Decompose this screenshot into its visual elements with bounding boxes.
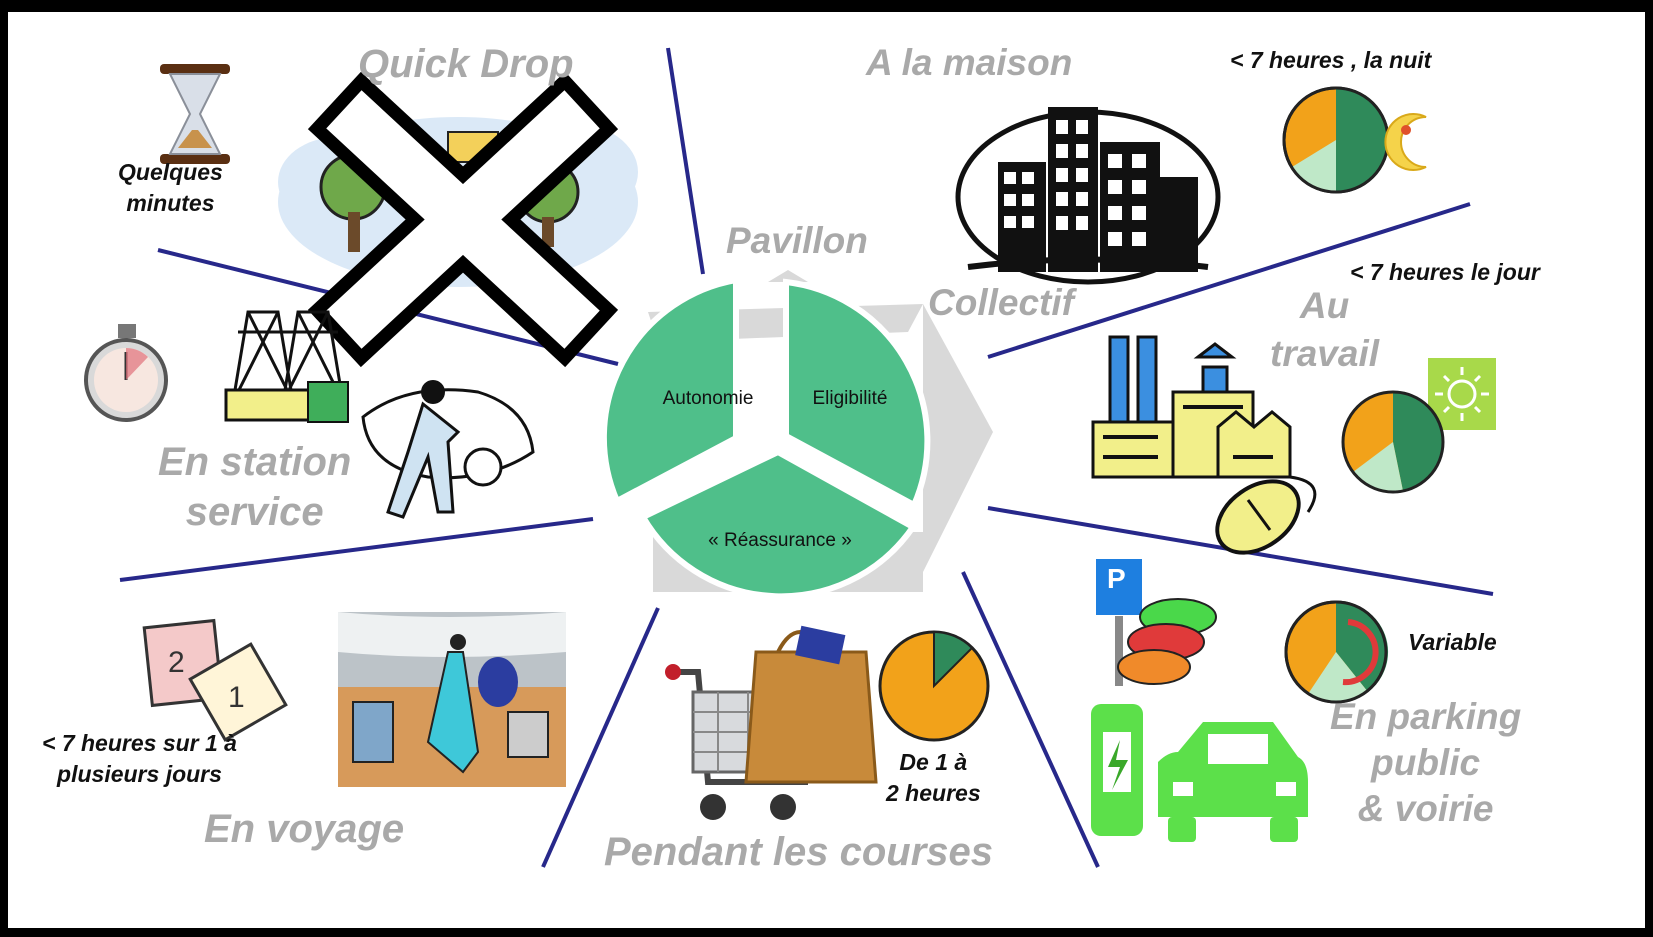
charging-station-icon (1091, 704, 1143, 836)
refueling-person-icon (361, 380, 535, 519)
label-pendant-les-courses: Pendant les courses (604, 830, 994, 874)
clock-day-icon (1341, 390, 1445, 494)
label-en-station-line-2: service (185, 490, 324, 534)
svg-text:P: P (1107, 563, 1126, 594)
clock-night-icon (1282, 86, 1390, 194)
note-quick-drop-line-2: minutes (126, 190, 215, 216)
svg-text:1: 1 (228, 681, 245, 714)
label-en-parking: En parking public & voirie (1330, 694, 1521, 832)
diagram-canvas: 2 1 (8, 12, 1645, 928)
center-pie: Autonomie Eligibilité « Réassurance » (600, 276, 931, 600)
airport-travel-scene (338, 612, 566, 787)
clock-shopping-icon (878, 630, 990, 742)
label-en-voyage: En voyage (204, 807, 405, 851)
segment-reassurance (638, 448, 918, 600)
moon-icon (1384, 113, 1427, 171)
note-voyage-line-2: plusieurs jours (57, 761, 222, 787)
power-station-icon (224, 310, 349, 423)
clock-variable-icon (1284, 600, 1389, 704)
note-courses-line-1: De 1 à (899, 749, 968, 775)
label-au-travail: Au travail (1270, 282, 1379, 378)
segment-autonomie (600, 276, 739, 506)
note-travail: < 7 heures le jour (1350, 259, 1540, 285)
diagram-graphics: 2 1 (84, 47, 1496, 868)
sun-icon (1428, 358, 1496, 430)
cross-out-mark (307, 71, 619, 368)
label-en-parking-line-3: & voirie (1357, 788, 1494, 829)
label-au-travail-line-1: Au (1299, 285, 1350, 326)
note-voyage-line-1: < 7 heures sur 1 à (42, 730, 237, 756)
segment-label-reassurance: « Réassurance » (708, 530, 852, 551)
label-au-travail-line-2: travail (1270, 333, 1380, 374)
note-voyage: < 7 heures sur 1 à plusieurs jours (42, 728, 237, 790)
note-quick-drop: Quelques minutes (118, 157, 223, 219)
label-a-la-maison: A la maison (866, 42, 1073, 83)
segment-label-autonomie: Autonomie (663, 388, 754, 409)
calendar-icon: 2 1 (142, 618, 288, 742)
label-quick-drop: Quick Drop (358, 42, 574, 86)
segment-eligibilite (783, 278, 931, 510)
label-en-station-service: En station service (158, 437, 351, 537)
parked-cars-icon (1117, 598, 1217, 685)
note-quick-drop-line-1: Quelques (118, 159, 223, 185)
parking-sign-icon: P (1094, 557, 1144, 686)
note-courses-line-2: 2 heures (886, 780, 981, 806)
electric-car-icon (1158, 722, 1308, 842)
label-collectif: Collectif (928, 282, 1074, 323)
factory-icon (1091, 335, 1292, 479)
note-courses: De 1 à 2 heures (886, 747, 981, 809)
label-en-station-line-1: En station (158, 440, 352, 484)
shopping-bag-icon (744, 625, 878, 784)
svg-text:2: 2 (168, 646, 185, 679)
segment-label-eligibilite: Eligibilité (813, 388, 888, 409)
note-parking: Variable (1408, 629, 1497, 655)
label-en-parking-line-1: En parking (1330, 696, 1522, 737)
stopwatch-icon (84, 324, 168, 422)
label-en-parking-line-2: public (1371, 742, 1481, 783)
label-pavillon: Pavillon (726, 220, 868, 261)
note-maison: < 7 heures , la nuit (1230, 47, 1432, 73)
hourglass-icon (160, 64, 230, 164)
apartment-building-icon (955, 107, 1221, 285)
computer-mouse-icon (1215, 475, 1317, 555)
